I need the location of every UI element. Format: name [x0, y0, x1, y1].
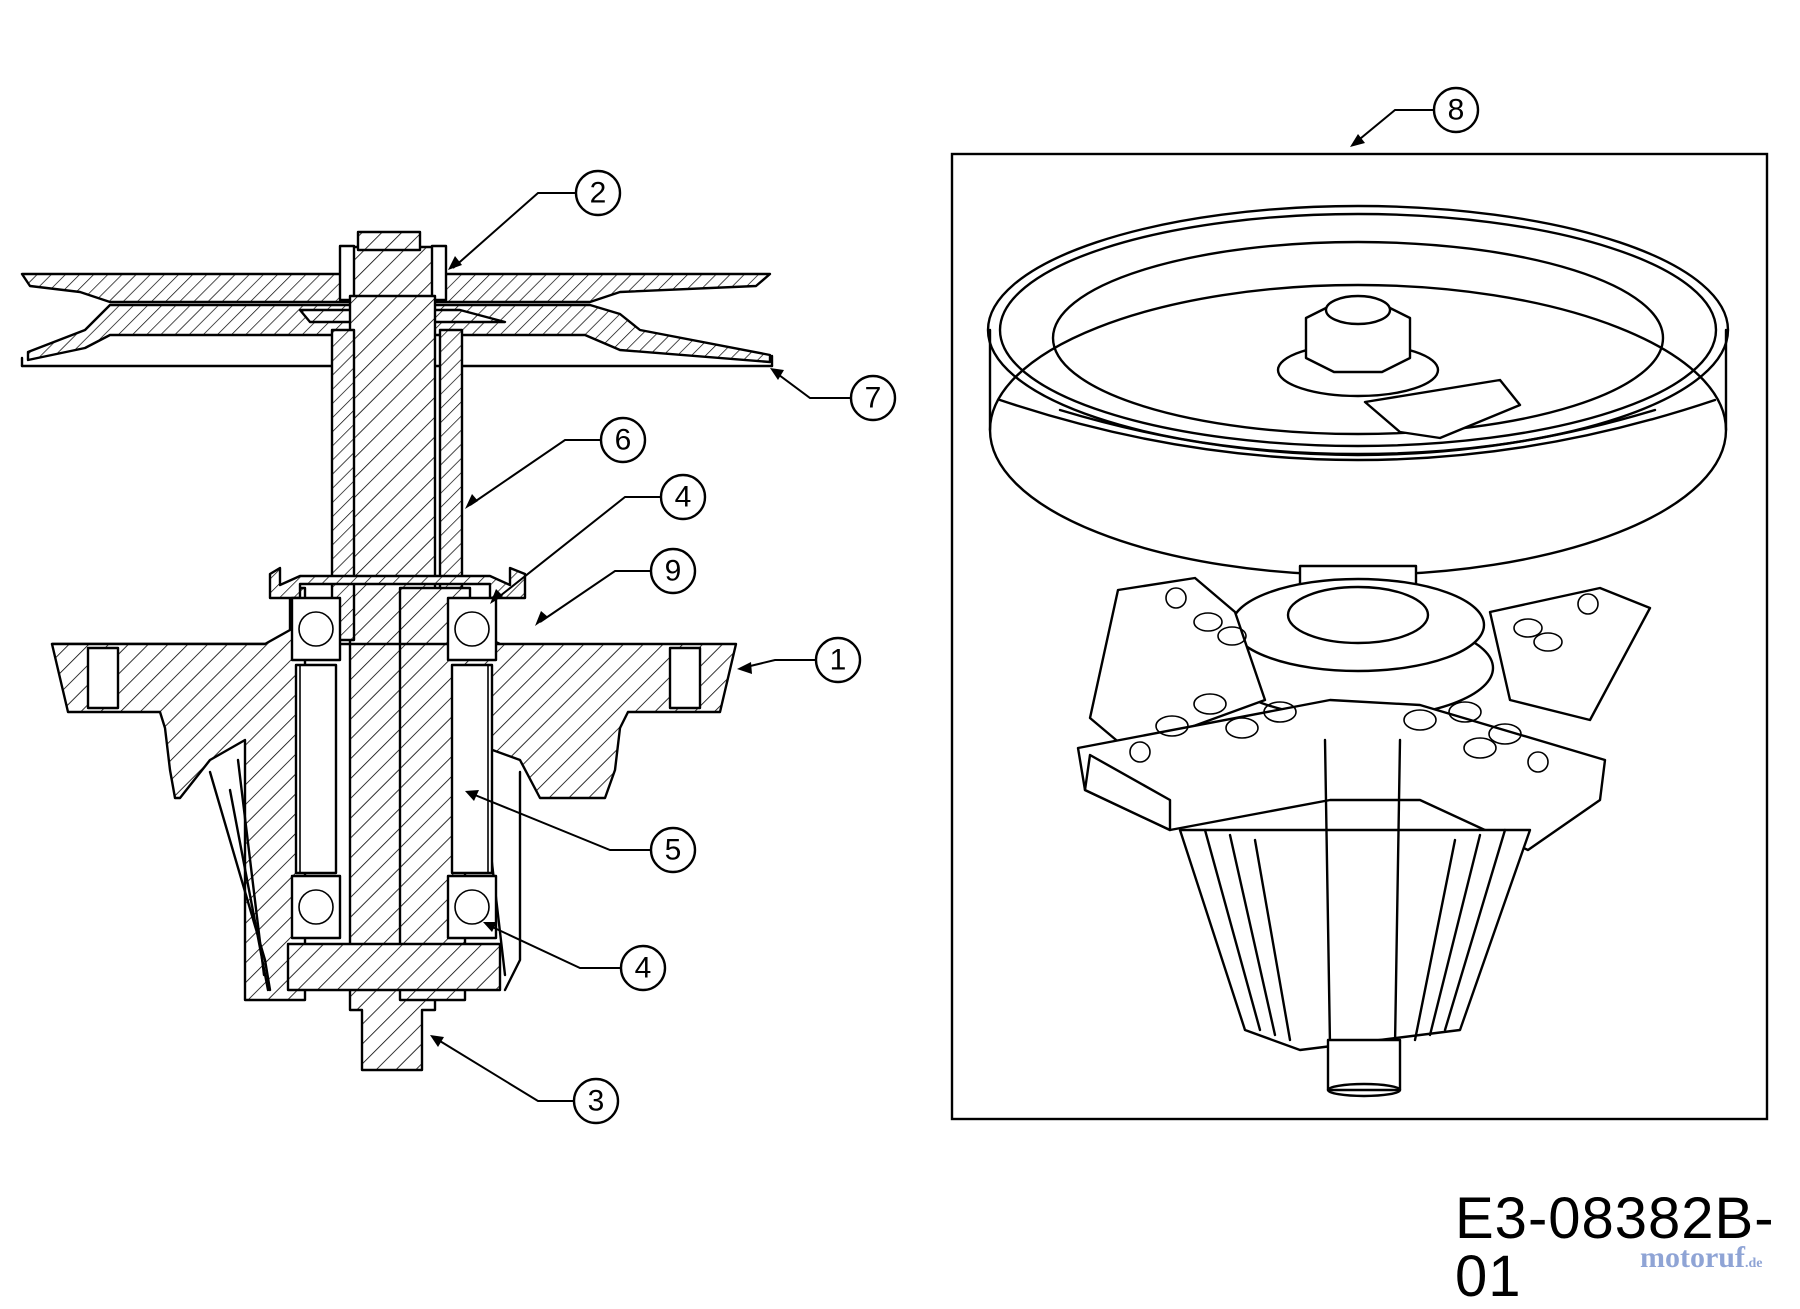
svg-text:2: 2 — [590, 177, 607, 210]
spindle-assembly-diagram: 1 2 3 4 4 5 6 7 8 9 — [20, 86, 1769, 1125]
cross-section-view — [20, 230, 774, 1072]
callout-9[interactable]: 9 — [649, 547, 697, 595]
housing-cone-3d — [1178, 738, 1532, 1098]
callout-2[interactable]: 2 — [574, 169, 622, 217]
svg-text:5: 5 — [665, 834, 682, 867]
watermark-suffix: .de — [1744, 1256, 1763, 1271]
svg-text:3: 3 — [588, 1085, 605, 1118]
view-frame — [950, 152, 1769, 1121]
shaft-collar-3d — [1221, 564, 1495, 720]
callout-6[interactable]: 6 — [599, 416, 647, 464]
leader-lines — [430, 109, 1433, 1102]
watermark-brand: motoruf — [1640, 1241, 1745, 1274]
spacer-sleeve-section — [330, 328, 464, 642]
callout-3[interactable]: 3 — [572, 1077, 620, 1125]
watermark-logo: motoruf.de — [1640, 1243, 1762, 1273]
housing-flange-3d — [1076, 576, 1652, 852]
callout-1[interactable]: 1 — [814, 636, 862, 684]
svg-text:4: 4 — [635, 952, 652, 985]
svg-text:9: 9 — [665, 555, 682, 588]
svg-text:4: 4 — [675, 481, 692, 514]
flange-holes — [1155, 612, 1563, 759]
bearing-spacer-section — [294, 663, 494, 875]
callout-4-lower[interactable]: 4 — [619, 944, 667, 992]
callout-7[interactable]: 7 — [849, 374, 897, 422]
svg-text:6: 6 — [615, 424, 632, 457]
svg-text:1: 1 — [830, 644, 847, 677]
nut-3d — [1276, 294, 1522, 440]
upper-bearing-section — [290, 596, 498, 662]
bearing-cap-section — [268, 566, 527, 600]
lower-bearing-section — [290, 874, 498, 940]
callout-4-upper[interactable]: 4 — [659, 473, 707, 521]
svg-text:8: 8 — [1448, 94, 1465, 127]
callout-5[interactable]: 5 — [649, 826, 697, 874]
assembled-spindle-view — [950, 152, 1769, 1121]
callout-8[interactable]: 8 — [1432, 86, 1480, 134]
svg-text:7: 7 — [865, 382, 882, 415]
nut-section — [338, 230, 448, 302]
